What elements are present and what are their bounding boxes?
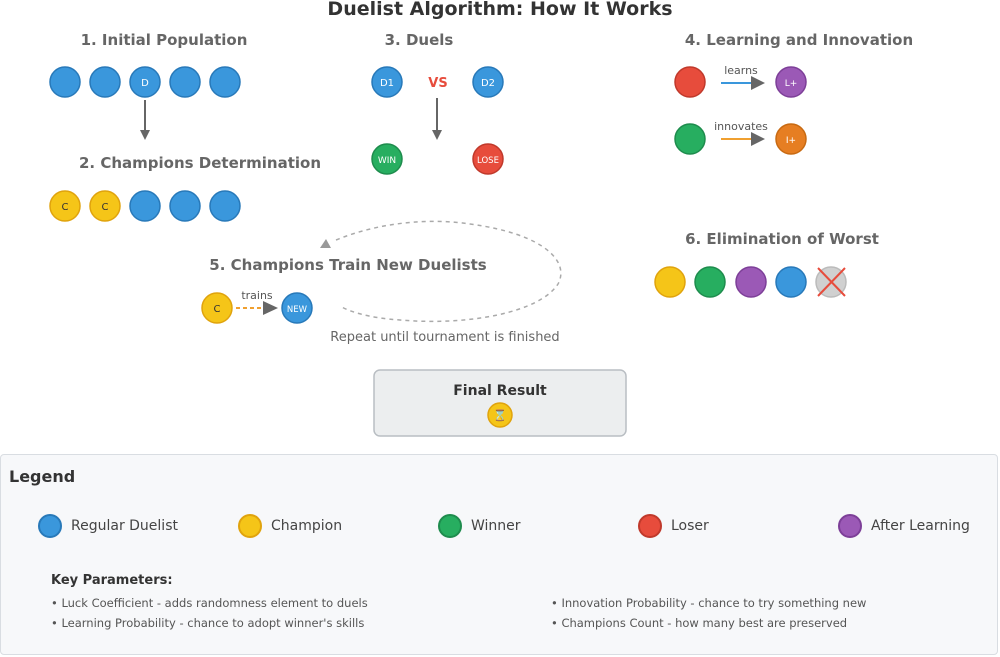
after-learning-icon bbox=[838, 514, 862, 538]
winner-circle bbox=[674, 123, 706, 155]
new-duelist-label: NEW bbox=[287, 305, 308, 315]
survivors-row bbox=[654, 266, 847, 298]
loser-circle bbox=[674, 66, 706, 98]
duelist-circle bbox=[89, 66, 121, 98]
legend-item-regular: Regular Duelist bbox=[38, 513, 178, 539]
winner-icon bbox=[438, 514, 462, 538]
parameter-item: • Learning Probability - chance to adopt… bbox=[51, 616, 365, 630]
legend-item-champion: Champion bbox=[238, 513, 342, 539]
duelist-circle bbox=[775, 266, 807, 298]
parameter-item: • Innovation Probability - chance to try… bbox=[551, 596, 867, 610]
innovates-arrowhead bbox=[751, 132, 765, 146]
duelist-circle bbox=[129, 190, 161, 222]
innovated-circle bbox=[775, 123, 807, 155]
cross-icon bbox=[817, 267, 846, 297]
parameter-item: • Luck Coefficient - adds randomness ele… bbox=[51, 596, 368, 610]
legend-label: Regular Duelist bbox=[71, 518, 178, 534]
innovates-label: innovates bbox=[714, 120, 768, 133]
step3-title: 3. Duels bbox=[385, 31, 454, 49]
champion-circle bbox=[201, 292, 233, 324]
champion-label: C bbox=[214, 304, 221, 315]
step1-title: 1. Initial Population bbox=[81, 31, 248, 49]
initial-population: D bbox=[49, 66, 241, 98]
loser-label: LOSE bbox=[477, 156, 499, 166]
legend-item-after-learning: After Learning bbox=[838, 513, 970, 539]
diagram-title: Duelist Algorithm: How It Works bbox=[327, 0, 672, 20]
duelist-circle bbox=[129, 66, 161, 98]
duelist-circle bbox=[209, 190, 241, 222]
new-duelist-circle bbox=[281, 292, 313, 324]
legend-label: Loser bbox=[671, 518, 709, 534]
duelist-d2-label: D2 bbox=[481, 78, 495, 89]
legend-panel: Legend Regular Duelist Champion Winner L… bbox=[0, 454, 998, 655]
winner-circle bbox=[694, 266, 726, 298]
champion-circle bbox=[89, 190, 121, 222]
legend-label: Champion bbox=[271, 518, 343, 534]
learns-label: learns bbox=[724, 64, 758, 77]
champions-row: C C bbox=[49, 190, 241, 222]
legend-item-loser: Loser bbox=[638, 513, 709, 539]
duelist-circle bbox=[169, 66, 201, 98]
champion-circle bbox=[654, 266, 686, 298]
learns-arrowhead bbox=[751, 76, 765, 90]
winner-label: WIN bbox=[378, 156, 396, 166]
duelist-circle bbox=[169, 190, 201, 222]
duelist-d1 bbox=[371, 66, 403, 98]
duelist-d2 bbox=[472, 66, 504, 98]
vs-label: VS bbox=[428, 76, 447, 91]
key-parameters-title: Key Parameters: bbox=[51, 573, 173, 588]
duelist-circle bbox=[209, 66, 241, 98]
repeat-note: Repeat until tournament is finished bbox=[330, 330, 559, 345]
trains-arrowhead bbox=[263, 301, 278, 315]
trains-label: trains bbox=[241, 289, 273, 302]
duelist-label: D bbox=[141, 78, 149, 89]
legend-item-winner: Winner bbox=[438, 513, 521, 539]
regular-duelist-icon bbox=[38, 514, 62, 538]
champion-icon bbox=[238, 514, 262, 538]
step2-title: 2. Champions Determination bbox=[79, 154, 321, 172]
duelist-d1-label: D1 bbox=[380, 78, 394, 89]
loser-icon bbox=[638, 514, 662, 538]
duelist-circle bbox=[49, 66, 81, 98]
legend-label: Winner bbox=[471, 518, 521, 534]
step6-title: 6. Elimination of Worst bbox=[685, 230, 879, 248]
learned-circle bbox=[775, 66, 807, 98]
algorithm-diagram: Duelist Algorithm: How It Works 1. Initi… bbox=[49, 0, 913, 437]
parameter-item: • Champions Count - how many best are pr… bbox=[551, 616, 848, 630]
champion-circle bbox=[49, 190, 81, 222]
cycle-arrowhead bbox=[320, 239, 331, 248]
champion-label: C bbox=[102, 202, 109, 213]
loser-circle bbox=[472, 143, 504, 175]
legend-title: Legend bbox=[9, 467, 76, 486]
step5-title: 5. Champions Train New Duelists bbox=[209, 256, 486, 274]
hourglass-icon: ⌛ bbox=[493, 409, 507, 422]
final-champion-circle bbox=[487, 402, 513, 428]
legend-label: After Learning bbox=[871, 518, 970, 534]
step4-title: 4. Learning and Innovation bbox=[685, 31, 913, 49]
learned-circle bbox=[735, 266, 767, 298]
final-result-title: Final Result bbox=[453, 383, 547, 399]
innovated-label: I+ bbox=[786, 136, 796, 146]
learned-label: L+ bbox=[785, 79, 798, 89]
winner-circle bbox=[371, 143, 403, 175]
cycle-path bbox=[335, 220, 562, 323]
champion-label: C bbox=[62, 202, 69, 213]
